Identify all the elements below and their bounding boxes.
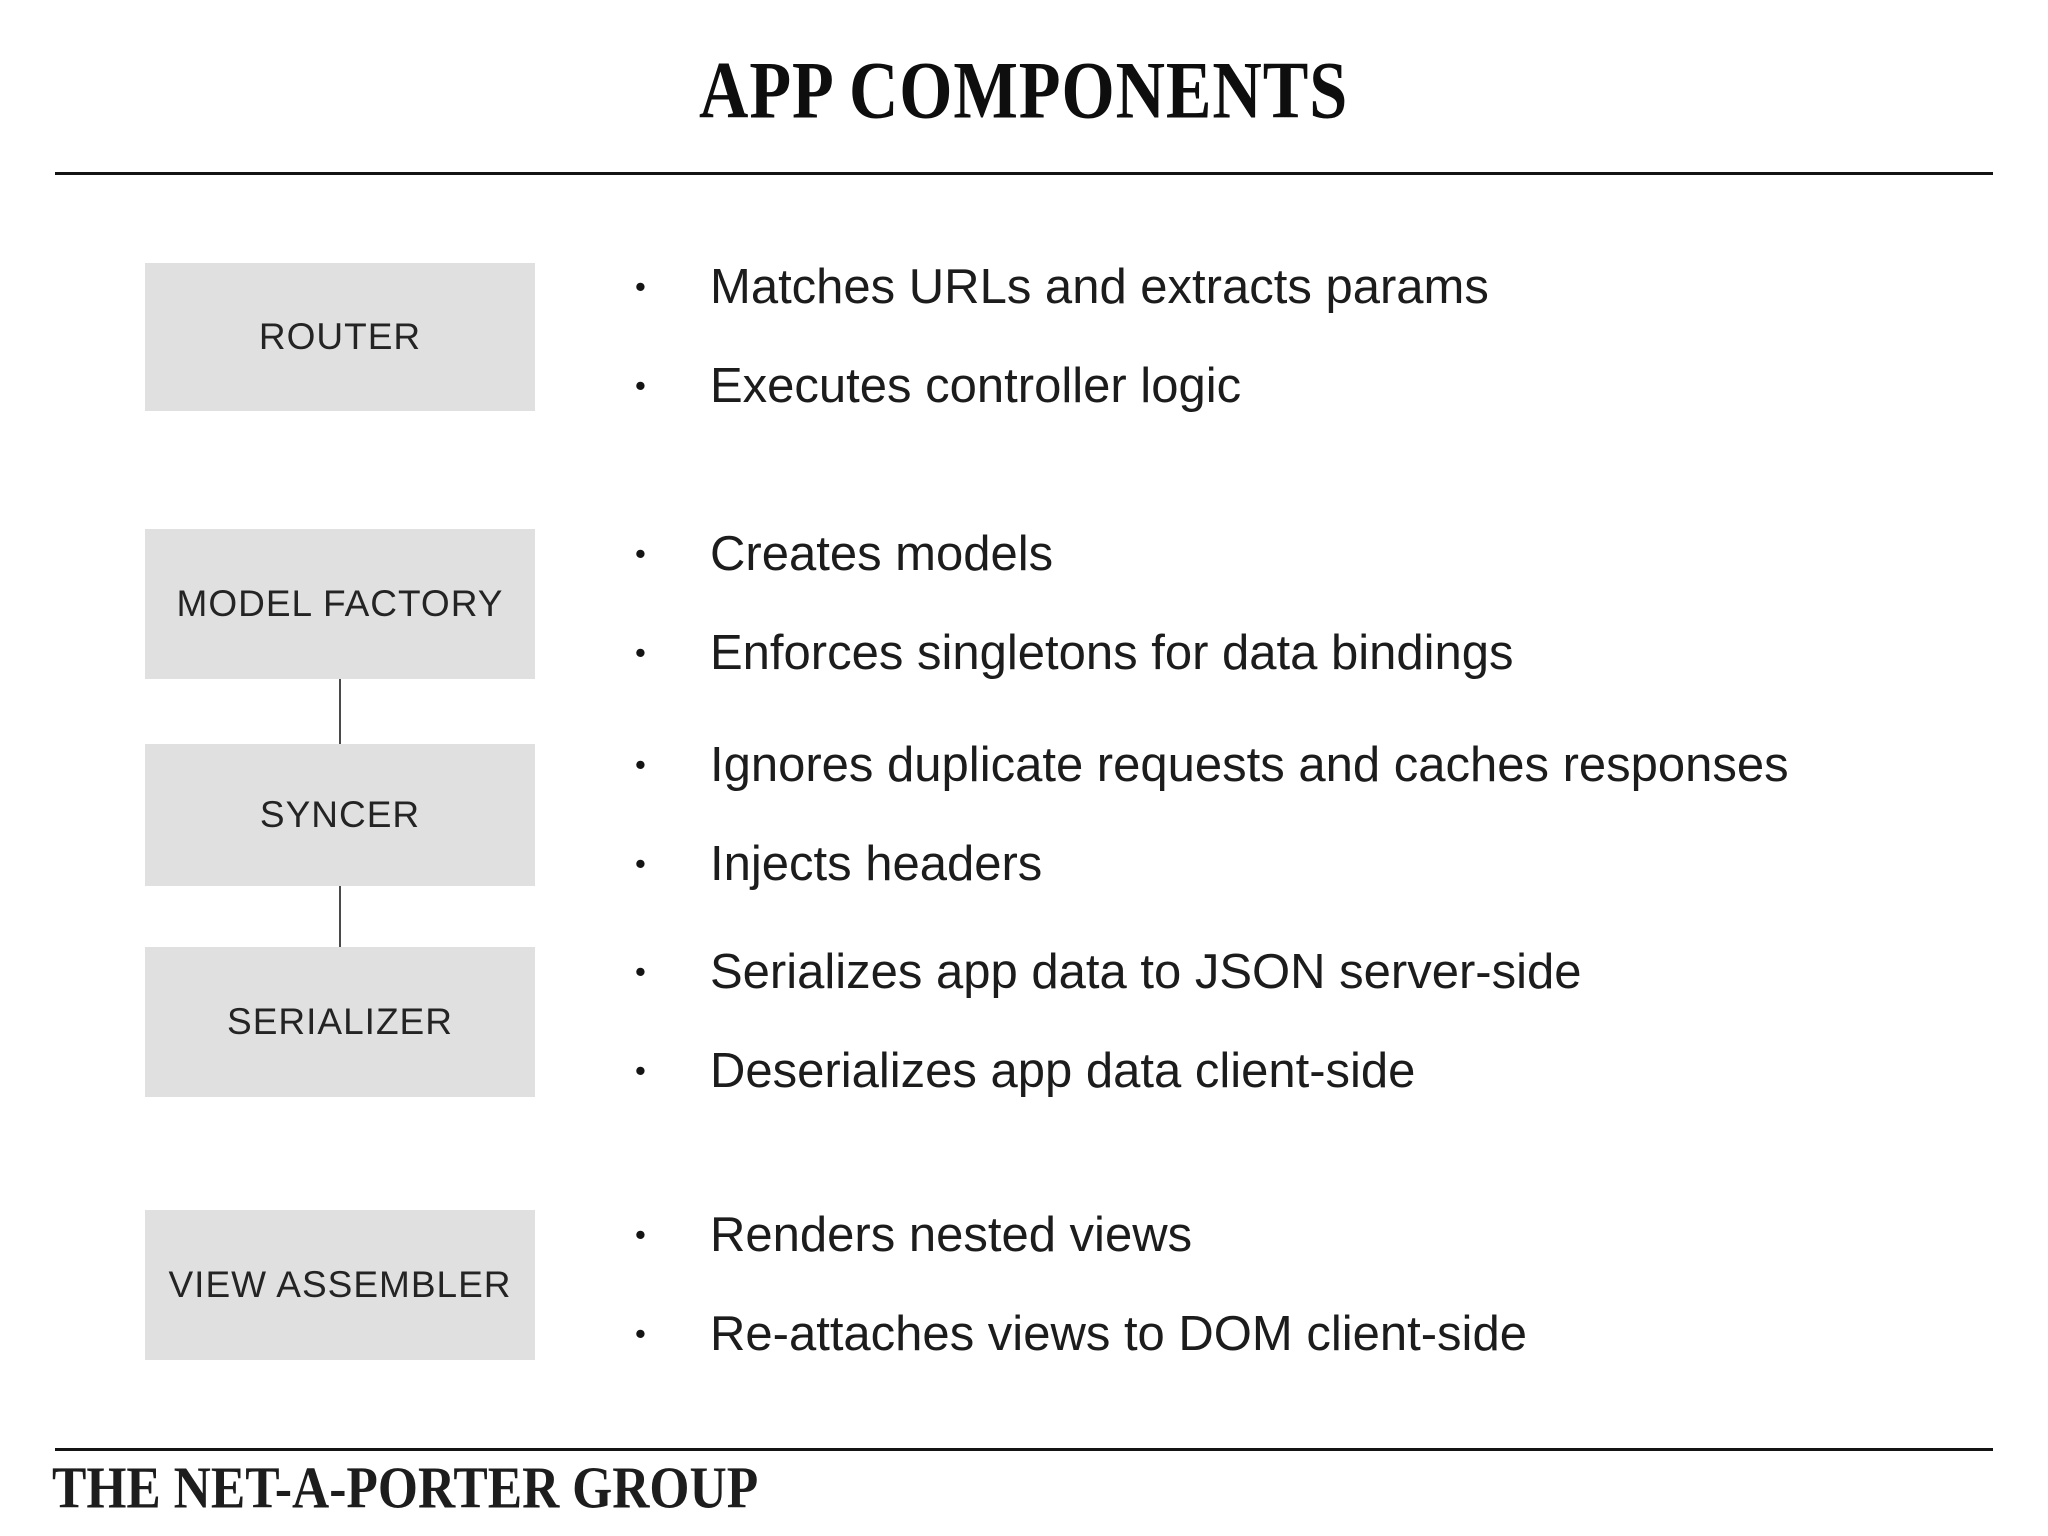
title-rule <box>55 172 1993 175</box>
bullet-list: • Ignores duplicate requests and caches … <box>635 738 1935 892</box>
component-row-model-factory: MODEL FACTORY • Creates models • Enforce… <box>145 527 1945 681</box>
bullet-text: Ignores duplicate requests and caches re… <box>710 738 1789 793</box>
bullet-item: • Ignores duplicate requests and caches … <box>635 738 1935 793</box>
component-box-model-factory: MODEL FACTORY <box>145 529 535 679</box>
bullet-text: Deserializes app data client-side <box>710 1044 1416 1098</box>
component-box-view-assembler: VIEW ASSEMBLER <box>145 1210 535 1360</box>
bullet-text: Serializes app data to JSON server-side <box>710 945 1582 1000</box>
bullet-text: Injects headers <box>710 837 1043 891</box>
footer-brand: THE NET-A-PORTER GROUP <box>52 1456 759 1522</box>
bullet-text: Renders nested views <box>710 1208 1193 1263</box>
bullet-dot-icon: • <box>635 846 646 882</box>
bullet-list: • Creates models • Enforces singletons f… <box>635 527 1935 681</box>
component-label: SYNCER <box>259 794 421 835</box>
bullet-dot-icon: • <box>635 635 646 671</box>
bullet-item: • Executes controller logic <box>635 359 1935 414</box>
slide-title-text: APP COMPONENTS <box>699 45 1349 136</box>
bullet-item: • Enforces singletons for data bindings <box>635 626 1935 681</box>
bullet-item: • Renders nested views <box>635 1208 1935 1263</box>
bullet-text: Enforces singletons for data bindings <box>710 626 1514 680</box>
connector-line-syncer-serializer <box>339 886 341 947</box>
bullet-text: Matches URLs and extracts params <box>710 260 1489 315</box>
component-row-syncer: SYNCER • Ignores duplicate requests and … <box>145 738 1945 891</box>
bullet-text: Re-attaches views to DOM client-side <box>710 1307 1527 1361</box>
bullet-dot-icon: • <box>635 536 646 572</box>
component-row-router: ROUTER • Matches URLs and extracts param… <box>145 260 1945 414</box>
bullet-item: • Creates models <box>635 527 1935 582</box>
bullet-text: Executes controller logic <box>710 359 1242 413</box>
component-box-serializer: SERIALIZER <box>145 947 535 1097</box>
bullet-dot-icon: • <box>635 1316 646 1352</box>
bullet-item: • Deserializes app data client-side <box>635 1044 1935 1099</box>
component-label: SERIALIZER <box>227 1001 453 1042</box>
component-row-view-assembler: VIEW ASSEMBLER • Renders nested views • … <box>145 1208 1945 1362</box>
bullet-item: • Matches URLs and extracts params <box>635 260 1935 315</box>
bullet-item: • Injects headers <box>635 837 1935 892</box>
bullet-list: • Matches URLs and extracts params • Exe… <box>635 260 1935 414</box>
footer: THE NET-A-PORTER GROUP <box>52 1456 820 1532</box>
component-label: MODEL FACTORY <box>176 583 504 624</box>
bullet-dot-icon: • <box>635 1053 646 1089</box>
bullet-dot-icon: • <box>635 368 646 404</box>
component-label: VIEW ASSEMBLER <box>168 1264 512 1305</box>
component-box-syncer: SYNCER <box>145 744 535 886</box>
bullet-dot-icon: • <box>635 269 646 305</box>
component-label: ROUTER <box>258 316 422 357</box>
bullet-dot-icon: • <box>635 1217 646 1253</box>
connector-line-model-factory-syncer <box>339 679 341 744</box>
bullet-dot-icon: • <box>635 954 646 990</box>
bullet-list: • Serializes app data to JSON server-sid… <box>635 945 1935 1099</box>
bullet-item: • Serializes app data to JSON server-sid… <box>635 945 1935 1000</box>
bullet-text: Creates models <box>710 527 1054 582</box>
bullet-item: • Re-attaches views to DOM client-side <box>635 1307 1935 1362</box>
bullet-dot-icon: • <box>635 747 646 783</box>
component-box-router: ROUTER <box>145 263 535 411</box>
component-row-serializer: SERIALIZER • Serializes app data to JSON… <box>145 945 1945 1099</box>
slide-title: APP COMPONENTS <box>0 45 2048 159</box>
bullet-list: • Renders nested views • Re-attaches vie… <box>635 1208 1935 1362</box>
footer-rule <box>55 1448 1993 1451</box>
